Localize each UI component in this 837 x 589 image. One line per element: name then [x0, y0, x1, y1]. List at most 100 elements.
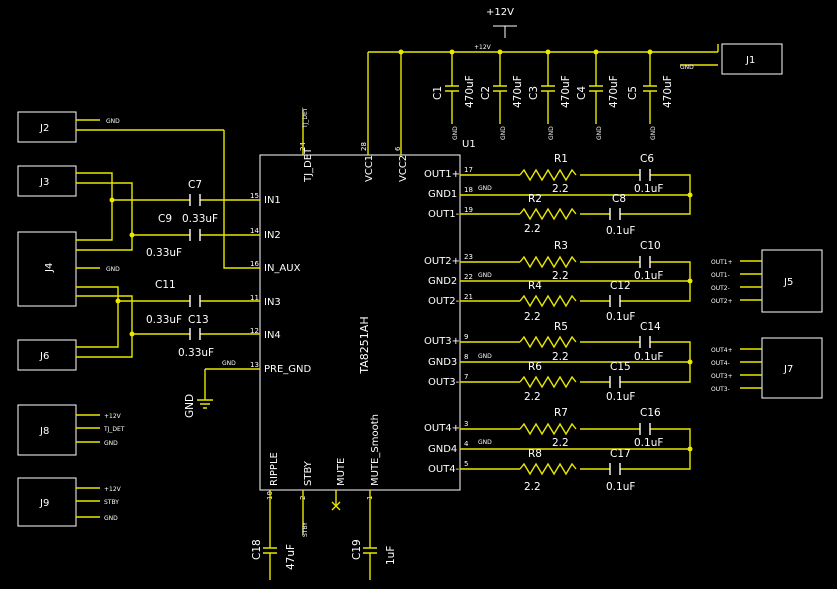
- resistor-r7: R7: [554, 407, 568, 419]
- ic-part-name: TA8251AH: [358, 316, 371, 374]
- net-out4-plus: OUT4+: [711, 347, 733, 354]
- pin-vcc2: VCC2: [398, 155, 409, 182]
- net-stby: STBY: [104, 499, 119, 506]
- capacitor-c2: C2 470uF GND: [480, 52, 524, 140]
- resistor-value: 2.2: [552, 351, 569, 363]
- pin-gnd3: GND3: [428, 357, 457, 368]
- mute-nc: [331, 501, 341, 511]
- cap-ref: C3: [528, 86, 540, 100]
- cap-value: 0.33uF: [146, 314, 182, 326]
- pin-num: 15: [250, 192, 259, 200]
- pin-num: 18: [464, 186, 473, 194]
- net-out3-plus: OUT3+: [711, 373, 733, 380]
- cap-ref: C2: [480, 86, 492, 100]
- cap-value: 470uF: [512, 75, 524, 108]
- connector-ref: J4: [44, 263, 55, 273]
- pin-in3: IN3: [264, 297, 281, 308]
- net-gnd: GND: [680, 64, 694, 71]
- pin-num: 28: [360, 142, 368, 151]
- pin-out3-plus: OUT3+: [424, 336, 460, 347]
- net-gnd: GND: [478, 185, 492, 192]
- connector-j1: J1: [721, 43, 783, 75]
- cap-value: 0.1uF: [606, 225, 635, 237]
- pin-out3-minus: OUT3-: [428, 377, 460, 388]
- resistor-value: 2.2: [552, 183, 569, 195]
- pin-out4-plus: OUT4+: [424, 423, 460, 434]
- pin-mute: MUTE: [336, 458, 347, 486]
- net-out2-minus: OUT2-: [711, 285, 730, 292]
- cap-value: 1uF: [385, 546, 397, 565]
- cap-ref: C12: [610, 280, 631, 292]
- cap-value: 470uF: [662, 75, 674, 108]
- cap-ref: C6: [640, 153, 654, 165]
- cap-value: 470uF: [464, 75, 476, 108]
- cap-value: 470uF: [560, 75, 572, 108]
- cap-ref: C7: [188, 179, 202, 191]
- stby-net: STBY: [302, 515, 309, 537]
- net-gnd: GND: [104, 515, 118, 522]
- connector-j5: J5 OUT1+ OUT1- OUT2- OUT2+: [711, 249, 823, 313]
- ic-pin-stubs: [234, 130, 486, 515]
- net-gnd: GND: [106, 266, 120, 273]
- pin-stby: STBY: [303, 460, 314, 486]
- connector-j6: J6: [17, 339, 77, 371]
- resistor-value: 2.2: [552, 437, 569, 449]
- net-gnd: GND: [106, 118, 120, 125]
- net-gnd: GND: [548, 126, 555, 140]
- cap-ref: C17: [610, 448, 631, 460]
- connector-ref: J2: [39, 123, 49, 134]
- net-12v: +12V: [104, 413, 122, 420]
- capacitor-c19: C19 1uF: [351, 515, 397, 580]
- capacitor-c5: C5 470uF GND: [627, 52, 674, 140]
- net-gnd: GND: [596, 126, 603, 140]
- pin-num: 23: [464, 253, 473, 261]
- pin-in4: IN4: [264, 330, 281, 341]
- net-stby: STBY: [302, 522, 309, 537]
- net-out3-minus: OUT3-: [711, 386, 730, 393]
- pin-num: 16: [250, 260, 259, 268]
- cap-ref: C1: [432, 86, 444, 100]
- cap-ref: C15: [610, 361, 631, 373]
- pin-num: 5: [464, 460, 468, 468]
- connector-j3: J3: [17, 165, 77, 197]
- junction-dots: [109, 197, 135, 337]
- input-wiring: [76, 172, 234, 409]
- pin-gnd2: GND2: [428, 276, 457, 287]
- cap-value: 0.1uF: [606, 311, 635, 323]
- output-cap-labels: C6 0.1uF C8 0.1uF C10 0.1uF C12 0.1uF C1…: [606, 153, 663, 493]
- cap-ref: C11: [155, 279, 176, 291]
- resistor-r4: R4: [528, 280, 542, 292]
- pin-num: 6: [394, 146, 402, 151]
- resistor-r2: R2: [528, 193, 542, 205]
- pin-num: 4: [464, 440, 469, 448]
- resistor-r3: R3: [554, 240, 568, 252]
- cap-value: 0.1uF: [634, 437, 663, 449]
- net-out1-plus: OUT1+: [711, 259, 733, 266]
- net-tj-det: TJ_DET: [302, 107, 309, 129]
- pin-num: 17: [464, 166, 473, 174]
- pin-num: 13: [250, 361, 259, 369]
- cap-value: 0.1uF: [634, 183, 663, 195]
- input-caps: C7 0.33uF C9 0.33uF C11 0.33uF C13 0.33u…: [146, 179, 236, 418]
- rail-label: +12V: [474, 44, 492, 51]
- cap-value: 0.1uF: [634, 351, 663, 363]
- cap-ref: C16: [640, 407, 661, 419]
- net-gnd: GND: [650, 126, 657, 140]
- cap-ref: C5: [627, 86, 639, 100]
- connector-ref: J7: [783, 364, 793, 375]
- connector-j4: J4 GND: [17, 231, 120, 307]
- connector-ref: J5: [783, 277, 793, 288]
- connector-j7: J7 OUT4+ OUT4- OUT3+ OUT3-: [711, 337, 823, 399]
- power-section: +12V +12V GND: [367, 7, 719, 130]
- ic-body: [259, 154, 461, 491]
- connector-j9: J9 +12V STBY GND: [17, 477, 122, 527]
- resistor-value: 2.2: [524, 311, 541, 323]
- pin-num: 9: [464, 333, 468, 341]
- resistor-value: 2.2: [552, 270, 569, 282]
- net-gnd: GND: [222, 360, 236, 367]
- capacitor-c4: C4 470uF GND: [576, 52, 620, 140]
- cap-value: 0.33uF: [178, 347, 214, 359]
- resistor-r6: R6: [528, 361, 542, 373]
- pin-num: 11: [250, 294, 259, 302]
